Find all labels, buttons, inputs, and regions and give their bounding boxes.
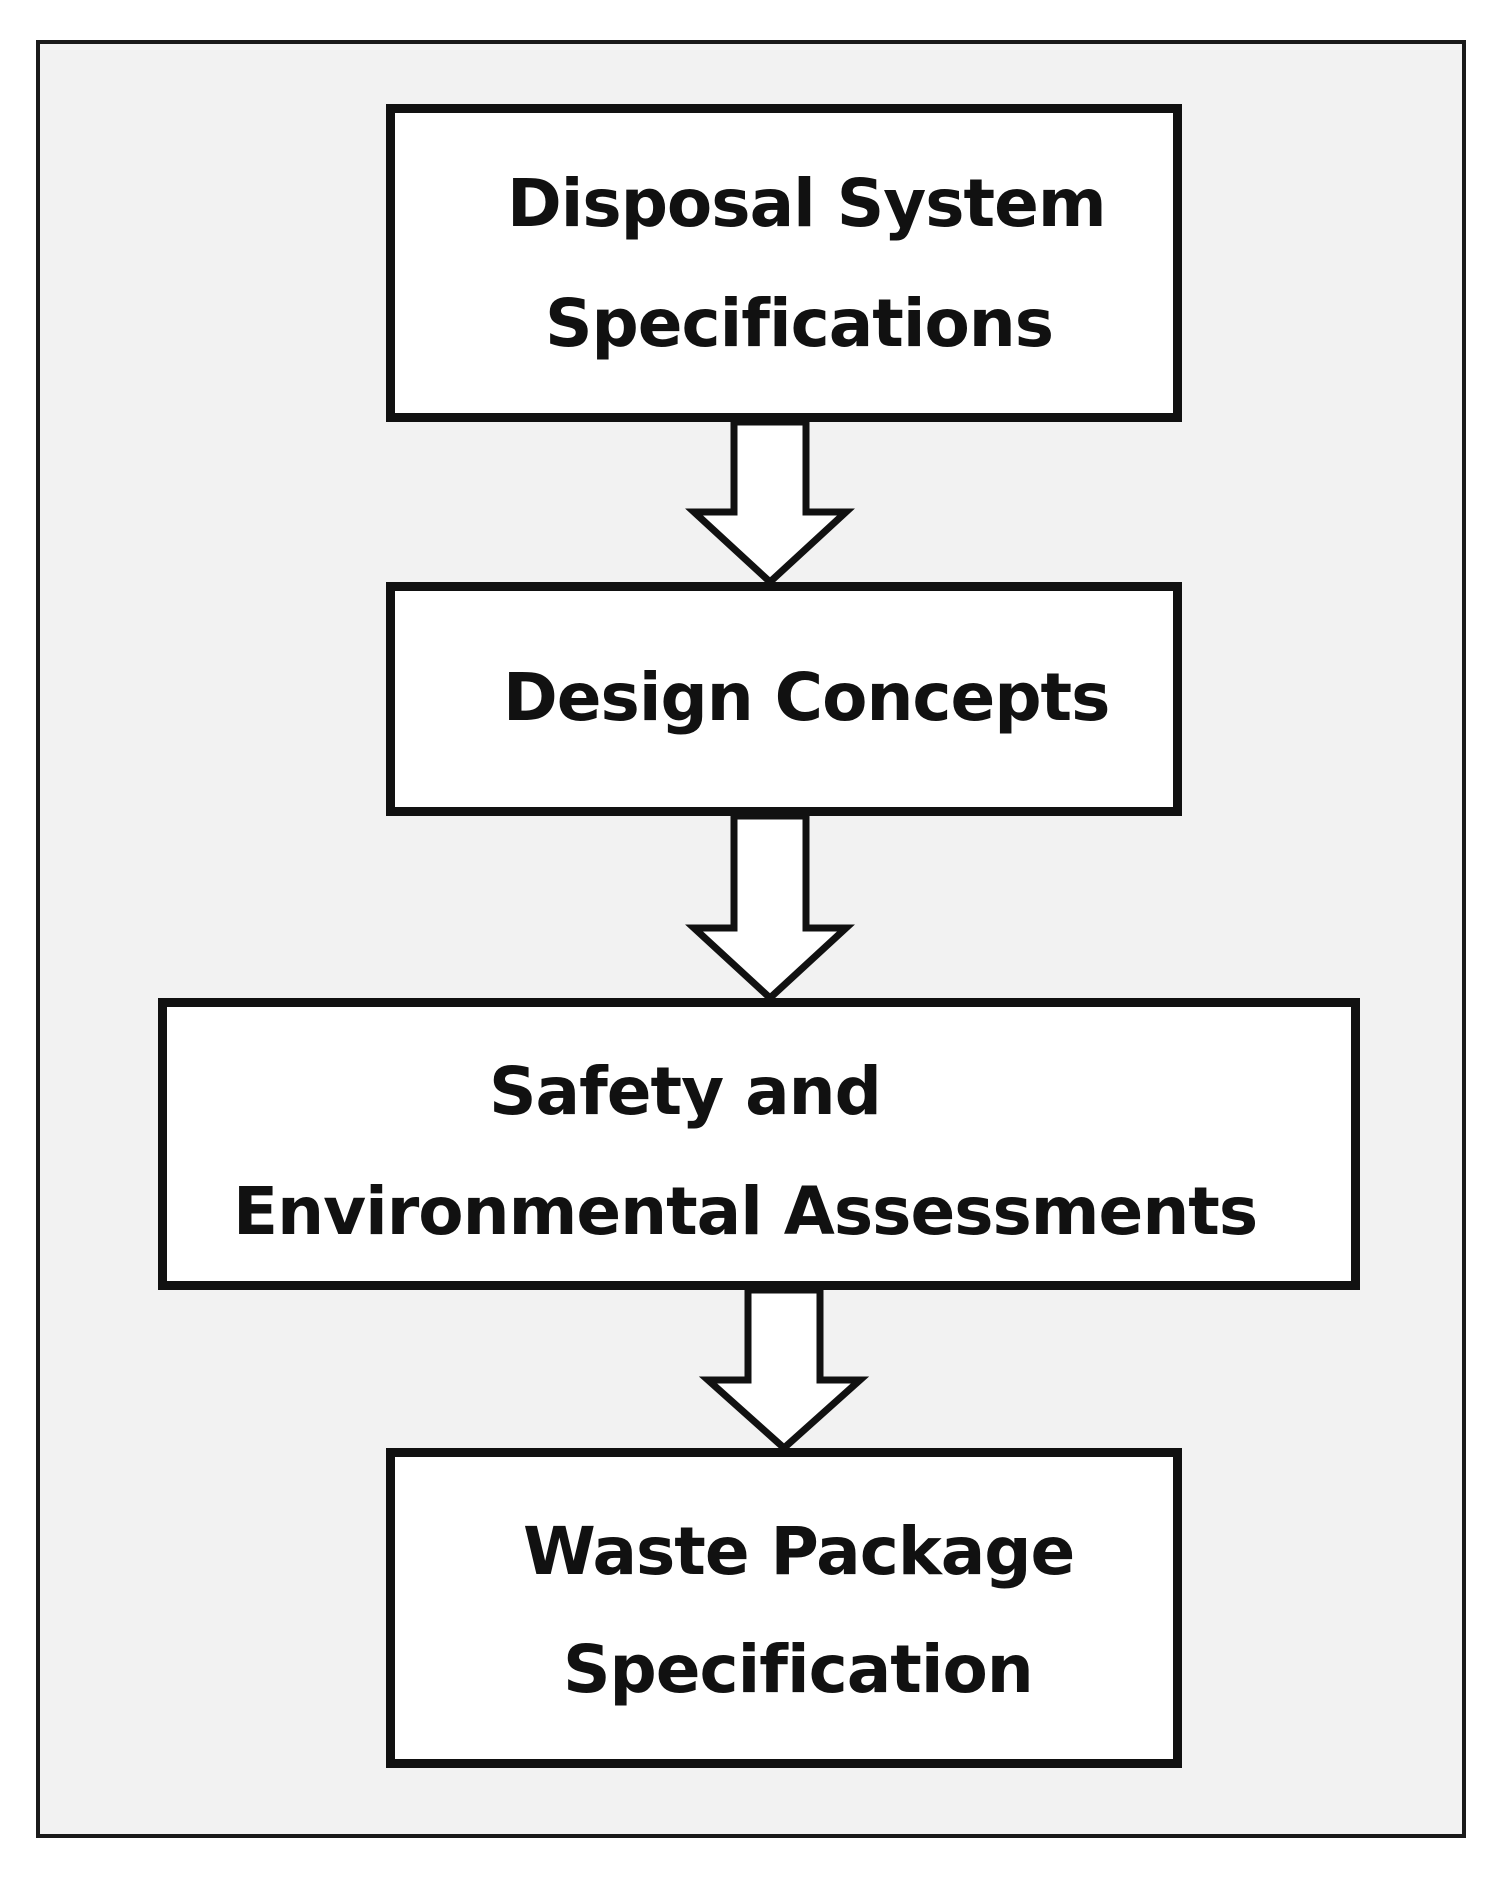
node-label-line: Specification xyxy=(563,1631,1034,1708)
node-label-line: Environmental Assessments xyxy=(233,1173,1258,1250)
node-label-line: Disposal System xyxy=(507,165,1107,242)
node-label-line: Design Concepts xyxy=(503,659,1110,736)
node-label-line: Waste Package xyxy=(523,1513,1075,1590)
node-label-line: Safety and xyxy=(489,1053,882,1130)
node-disposal-system-specifications: Disposal System Specifications xyxy=(386,104,1182,422)
node-safety-environmental-assessments: Safety and Environmental Assessments xyxy=(158,998,1360,1290)
node-waste-package-specification: Waste Package Specification xyxy=(386,1448,1182,1768)
node-design-concepts: Design Concepts xyxy=(386,582,1182,816)
node-label-line: Specifications xyxy=(545,285,1054,362)
